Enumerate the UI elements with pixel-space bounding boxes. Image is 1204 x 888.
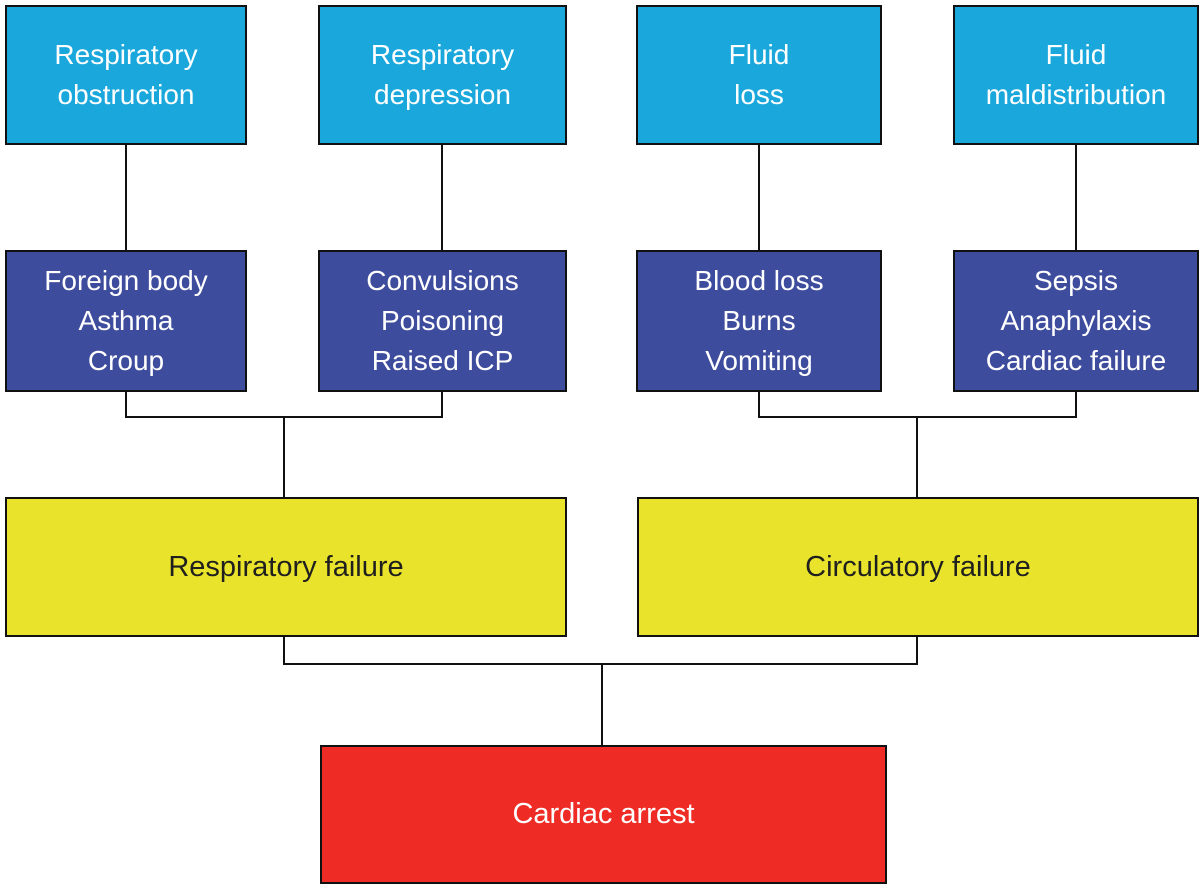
node-label-line: maldistribution [985, 79, 1167, 110]
node-label-line: Croup [87, 345, 165, 376]
node-fluid-loss: Fluid loss [636, 5, 882, 145]
node-label-line: Sepsis [1033, 265, 1119, 296]
connector-line [916, 417, 918, 499]
node-depression-examples: Convulsions Poisoning Raised ICP [318, 250, 567, 392]
node-maldistribution-examples: Sepsis Anaphylaxis Cardiac failure [953, 250, 1199, 392]
node-label-line: Fluid [1045, 39, 1107, 70]
node-label-line: obstruction [57, 79, 195, 110]
connector-line [125, 390, 127, 418]
node-label-line: depression [374, 79, 511, 110]
node-label-line: Asthma [78, 305, 174, 336]
connector-line [441, 390, 443, 418]
node-respiratory-obstruction: Respiratory obstruction [5, 5, 247, 145]
connector-line [283, 663, 918, 665]
node-obstruction-examples: Foreign body Asthma Croup [5, 250, 247, 392]
connector-line [441, 143, 443, 252]
node-label: Circulatory failure [805, 550, 1031, 583]
node-label-line: Poisoning [381, 305, 504, 336]
node-label: Cardiac arrest [512, 798, 695, 830]
node-respiratory-failure: Respiratory failure [5, 497, 567, 637]
connector-line [758, 390, 760, 418]
connector-line [283, 417, 285, 499]
node-label-line: Respiratory [370, 39, 515, 70]
node-cardiac-arrest: Cardiac arrest [320, 745, 887, 884]
node-label-line: Blood loss [694, 265, 824, 296]
node-label-line: Raised ICP [371, 345, 514, 376]
node-label-line: Cardiac failure [985, 345, 1167, 376]
connector-line [1075, 143, 1077, 252]
connector-line [283, 635, 285, 665]
node-label-line: Burns [722, 305, 796, 336]
connector-line [758, 143, 760, 252]
node-label-line: Fluid [728, 39, 790, 70]
connector-line [1075, 390, 1077, 418]
node-circulatory-failure: Circulatory failure [637, 497, 1199, 637]
node-label-line: Respiratory [54, 39, 198, 70]
node-label: Respiratory failure [168, 550, 404, 583]
node-label-line: loss [734, 79, 784, 110]
connector-line [916, 635, 918, 665]
node-fluid-maldistribution: Fluid maldistribution [953, 5, 1199, 145]
node-label-line: Foreign body [44, 265, 208, 296]
node-label-line: Anaphylaxis [1000, 305, 1152, 336]
node-fluid-loss-examples: Blood loss Burns Vomiting [636, 250, 882, 392]
connector-line [601, 664, 603, 747]
node-label-line: Convulsions [366, 265, 519, 296]
node-respiratory-depression: Respiratory depression [318, 5, 567, 145]
node-label-line: Vomiting [705, 345, 813, 376]
connector-line [125, 143, 127, 252]
